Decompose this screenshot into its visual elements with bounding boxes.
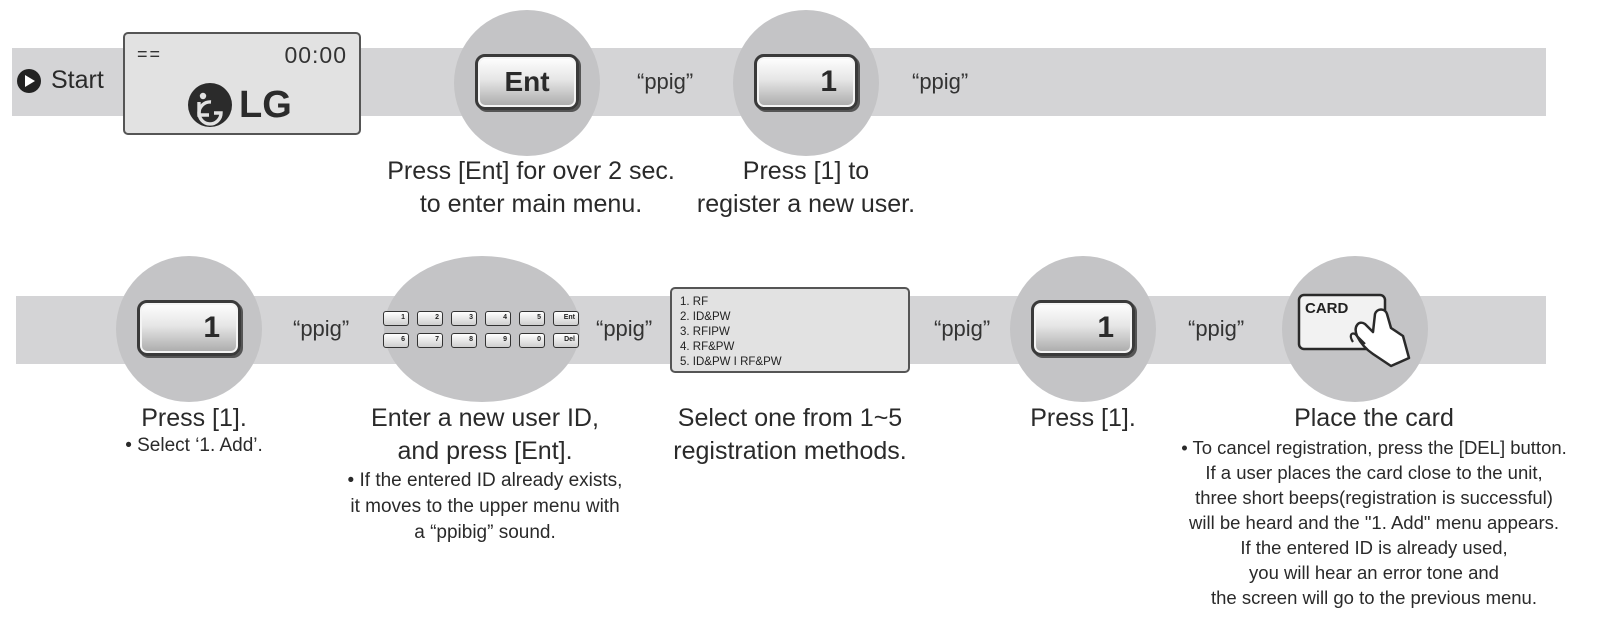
keypad-key-1[interactable]: 1 bbox=[383, 311, 409, 326]
keypad-key-5-label: 5 bbox=[537, 314, 541, 321]
caption-press-1-add: Press [1]. • Select ‘1. Add’. bbox=[94, 402, 294, 457]
keypad-key-ent-label: Ent bbox=[563, 314, 575, 321]
caption-press-1-line2: register a new user. bbox=[696, 190, 916, 218]
ent-key[interactable]: Ent bbox=[475, 54, 579, 110]
keypad: 1 2 3 4 5 Ent 6 7 8 9 0 Del bbox=[383, 311, 583, 351]
keypad-key-3-label: 3 bbox=[469, 314, 473, 321]
caption-press-ent: Press [Ent] for over 2 sec. to enter mai… bbox=[380, 155, 682, 221]
caption-enter-id-line1: Enter a new user ID, bbox=[371, 404, 599, 432]
keypad-key-6[interactable]: 6 bbox=[383, 333, 409, 348]
sound-ppig-3: “ppig” bbox=[293, 316, 350, 341]
sound-ppig-5: “ppig” bbox=[934, 316, 991, 341]
sound-ppig-6: “ppig” bbox=[1188, 316, 1245, 341]
menu-item-1: 1. RF bbox=[680, 296, 709, 308]
card-hand-illustration: CARD bbox=[1295, 292, 1415, 368]
sound-ppig-1: “ppig” bbox=[637, 69, 694, 94]
ent-key-label: Ent bbox=[504, 66, 550, 97]
caption-press-ent-line2: to enter main menu. bbox=[419, 190, 643, 218]
menu-item-5: 5. ID&PW I RF&PW bbox=[680, 356, 782, 368]
caption-enter-id-line2: and press [Ent]. bbox=[397, 437, 573, 465]
caption-press-ent-line1: Press [Ent] for over 2 sec. bbox=[387, 157, 675, 185]
menu-item-4: 4. RF&PW bbox=[680, 341, 735, 353]
keypad-key-ent[interactable]: Ent bbox=[553, 311, 579, 326]
lcd-display: == 00:00 LG bbox=[123, 32, 361, 135]
caption-place-card-note2: If a user places the card close to the u… bbox=[1205, 462, 1543, 483]
key-1-row1[interactable]: 1 bbox=[754, 54, 858, 110]
keypad-key-6-label: 6 bbox=[401, 336, 405, 343]
caption-place-card: Place the card • To cancel registration,… bbox=[1146, 402, 1602, 610]
key-1-row2b-label: 1 bbox=[1097, 311, 1114, 344]
keypad-key-8[interactable]: 8 bbox=[451, 333, 477, 348]
keypad-key-2-label: 2 bbox=[435, 314, 439, 321]
caption-place-card-main: Place the card bbox=[1294, 404, 1454, 432]
keypad-key-9[interactable]: 9 bbox=[485, 333, 511, 348]
keypad-key-8-label: 8 bbox=[469, 336, 473, 343]
keypad-key-del[interactable]: Del bbox=[553, 333, 579, 348]
key-1-row2b[interactable]: 1 bbox=[1031, 300, 1135, 356]
caption-place-card-note6: you will hear an error tone and bbox=[1249, 562, 1499, 583]
keypad-key-3[interactable]: 3 bbox=[451, 311, 477, 326]
keypad-key-4-label: 4 bbox=[503, 314, 507, 321]
caption-enter-id-note1: • If the entered ID already exists, bbox=[347, 470, 623, 491]
caption-select-line1: Select one from 1~5 bbox=[677, 404, 903, 432]
card-label: CARD bbox=[1305, 300, 1349, 317]
sound-ppig-2: “ppig” bbox=[912, 69, 969, 94]
lcd-indicator: == bbox=[137, 44, 163, 64]
menu-item-2: 2. ID&PW bbox=[680, 311, 731, 323]
lg-logo-icon bbox=[188, 83, 232, 127]
menu-item-3: 3. RFIPW bbox=[680, 326, 730, 338]
lcd-time: 00:00 bbox=[284, 42, 347, 68]
sound-ppig-4: “ppig” bbox=[596, 316, 653, 341]
card-hand-icon bbox=[1297, 293, 1411, 368]
key-1-row1-label: 1 bbox=[820, 65, 837, 98]
caption-press-1b: Press [1]. bbox=[1010, 402, 1156, 435]
lg-logo-text: LG bbox=[239, 83, 292, 126]
caption-place-card-note5: If the entered ID is already used, bbox=[1240, 537, 1508, 558]
caption-place-card-note4: will be heard and the "1. Add" menu appe… bbox=[1188, 512, 1560, 533]
caption-press-1-add-sub: • Select ‘1. Add’. bbox=[125, 435, 263, 456]
caption-enter-id-note3: a “ppibig” sound. bbox=[414, 522, 556, 543]
keypad-key-7[interactable]: 7 bbox=[417, 333, 443, 348]
keypad-key-9-label: 9 bbox=[503, 336, 507, 343]
keypad-key-4[interactable]: 4 bbox=[485, 311, 511, 326]
caption-enter-id-note2: it moves to the upper menu with bbox=[350, 496, 620, 517]
step-keypad-circle bbox=[384, 256, 580, 402]
caption-press-1-line1: Press [1] to bbox=[742, 157, 870, 185]
caption-select-method: Select one from 1~5 registration methods… bbox=[650, 402, 930, 468]
caption-press-1-add-main: Press [1]. bbox=[141, 404, 247, 432]
keypad-key-2[interactable]: 2 bbox=[417, 311, 443, 326]
caption-press-1b-text: Press [1]. bbox=[1030, 404, 1136, 432]
keypad-key-0-label: 0 bbox=[537, 336, 541, 343]
keypad-key-7-label: 7 bbox=[435, 336, 439, 343]
caption-select-line2: registration methods. bbox=[673, 437, 907, 465]
registration-menu-display: 1. RF 2. ID&PW 3. RFIPW 4. RF&PW 5. ID&P… bbox=[670, 287, 910, 373]
keypad-key-1-label: 1 bbox=[401, 314, 405, 321]
keypad-key-0[interactable]: 0 bbox=[519, 333, 545, 348]
start-marker: Start bbox=[16, 66, 104, 95]
caption-enter-id: Enter a new user ID, and press [Ent]. • … bbox=[316, 402, 654, 546]
caption-place-card-note1: • To cancel registration, press the [DEL… bbox=[1181, 437, 1567, 458]
caption-press-1-register: Press [1] to register a new user. bbox=[686, 155, 926, 221]
caption-place-card-note3: three short beeps(registration is succes… bbox=[1195, 487, 1553, 508]
key-1-row2a-label: 1 bbox=[203, 311, 220, 344]
caption-place-card-note7: the screen will go to the previous menu. bbox=[1211, 587, 1537, 608]
key-1-row2a[interactable]: 1 bbox=[137, 300, 241, 356]
lg-logo: LG bbox=[187, 82, 292, 128]
keypad-key-del-label: Del bbox=[564, 336, 575, 343]
arrow-circle-icon bbox=[17, 68, 41, 93]
start-label: Start bbox=[51, 66, 104, 94]
keypad-key-5[interactable]: 5 bbox=[519, 311, 545, 326]
